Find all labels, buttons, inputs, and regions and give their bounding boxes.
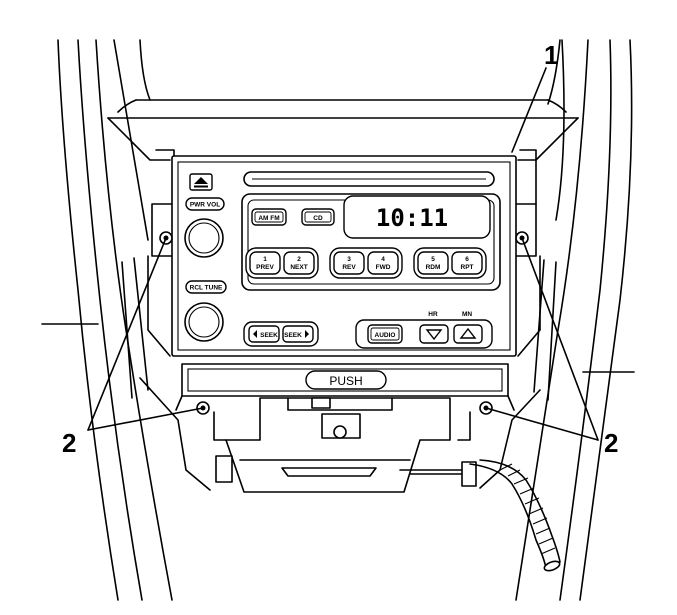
am-fm-button[interactable]: AM FM — [251, 208, 287, 226]
svg-text:1: 1 — [263, 256, 267, 263]
eject-button[interactable] — [189, 173, 213, 191]
hr-label: HR — [428, 311, 438, 318]
svg-text:5: 5 — [431, 256, 435, 263]
seek-up-button[interactable]: SEEK — [282, 325, 314, 343]
preset-button-1[interactable]: 1 PREV — [249, 251, 281, 275]
svg-text:PREV: PREV — [256, 264, 274, 271]
preset-button-2[interactable]: 2 NEXT — [283, 251, 315, 275]
lower-housing — [213, 397, 477, 493]
svg-text:PUSH: PUSH — [329, 374, 362, 388]
volume-knob[interactable] — [184, 218, 224, 258]
svg-text:AM FM: AM FM — [258, 215, 279, 222]
svg-text:SEEK: SEEK — [260, 332, 278, 339]
svg-text:RCL TUNE: RCL TUNE — [190, 285, 223, 292]
svg-text:3: 3 — [347, 256, 351, 263]
mn-label: MN — [462, 311, 472, 318]
svg-text:4: 4 — [381, 256, 385, 263]
push-button[interactable]: PUSH — [305, 370, 387, 390]
svg-text:RPT: RPT — [461, 264, 474, 271]
preset-button-5[interactable]: 5 RDM — [417, 251, 449, 275]
radio-unit: PWR VOL RCL TUNE AM FM CD — [171, 155, 517, 357]
svg-text:CD: CD — [313, 215, 323, 222]
svg-text:6: 6 — [465, 256, 469, 263]
svg-text:AUDIO: AUDIO — [375, 332, 396, 339]
minute-button[interactable] — [453, 324, 483, 344]
svg-text:SEEK: SEEK — [284, 332, 302, 339]
wiring-harness — [469, 459, 561, 572]
svg-text:2: 2 — [297, 256, 301, 263]
svg-text:FWD: FWD — [376, 264, 391, 271]
svg-text:HR: HR — [428, 311, 438, 318]
callout-1: 1 — [544, 40, 558, 70]
callout-2-right: 2 — [604, 428, 618, 458]
preset-button-4[interactable]: 4 FWD — [367, 251, 399, 275]
hour-button[interactable] — [419, 324, 449, 344]
preset-button-6[interactable]: 6 RPT — [451, 251, 483, 275]
leader-lines — [87, 67, 599, 441]
pwr-vol-label: PWR VOL — [185, 197, 225, 211]
console-outline — [41, 39, 635, 601]
audio-button[interactable]: AUDIO — [367, 324, 403, 344]
svg-text:MN: MN — [462, 311, 472, 318]
svg-text:REV: REV — [342, 264, 356, 271]
callout-2-left: 2 — [62, 428, 76, 458]
seek-down-button[interactable]: SEEK — [248, 325, 280, 343]
storage-drawer: PUSH — [175, 363, 515, 411]
svg-text:RDM: RDM — [426, 264, 441, 271]
clock-display: 10:11 — [343, 195, 491, 239]
rcl-tune-label: RCL TUNE — [185, 280, 227, 294]
svg-text:PWR VOL: PWR VOL — [190, 202, 220, 209]
svg-text:NEXT: NEXT — [290, 264, 307, 271]
tune-knob[interactable] — [184, 302, 224, 342]
svg-text:10:11: 10:11 — [376, 204, 448, 232]
cd-button[interactable]: CD — [301, 208, 335, 226]
preset-button-3[interactable]: 3 REV — [333, 251, 365, 275]
